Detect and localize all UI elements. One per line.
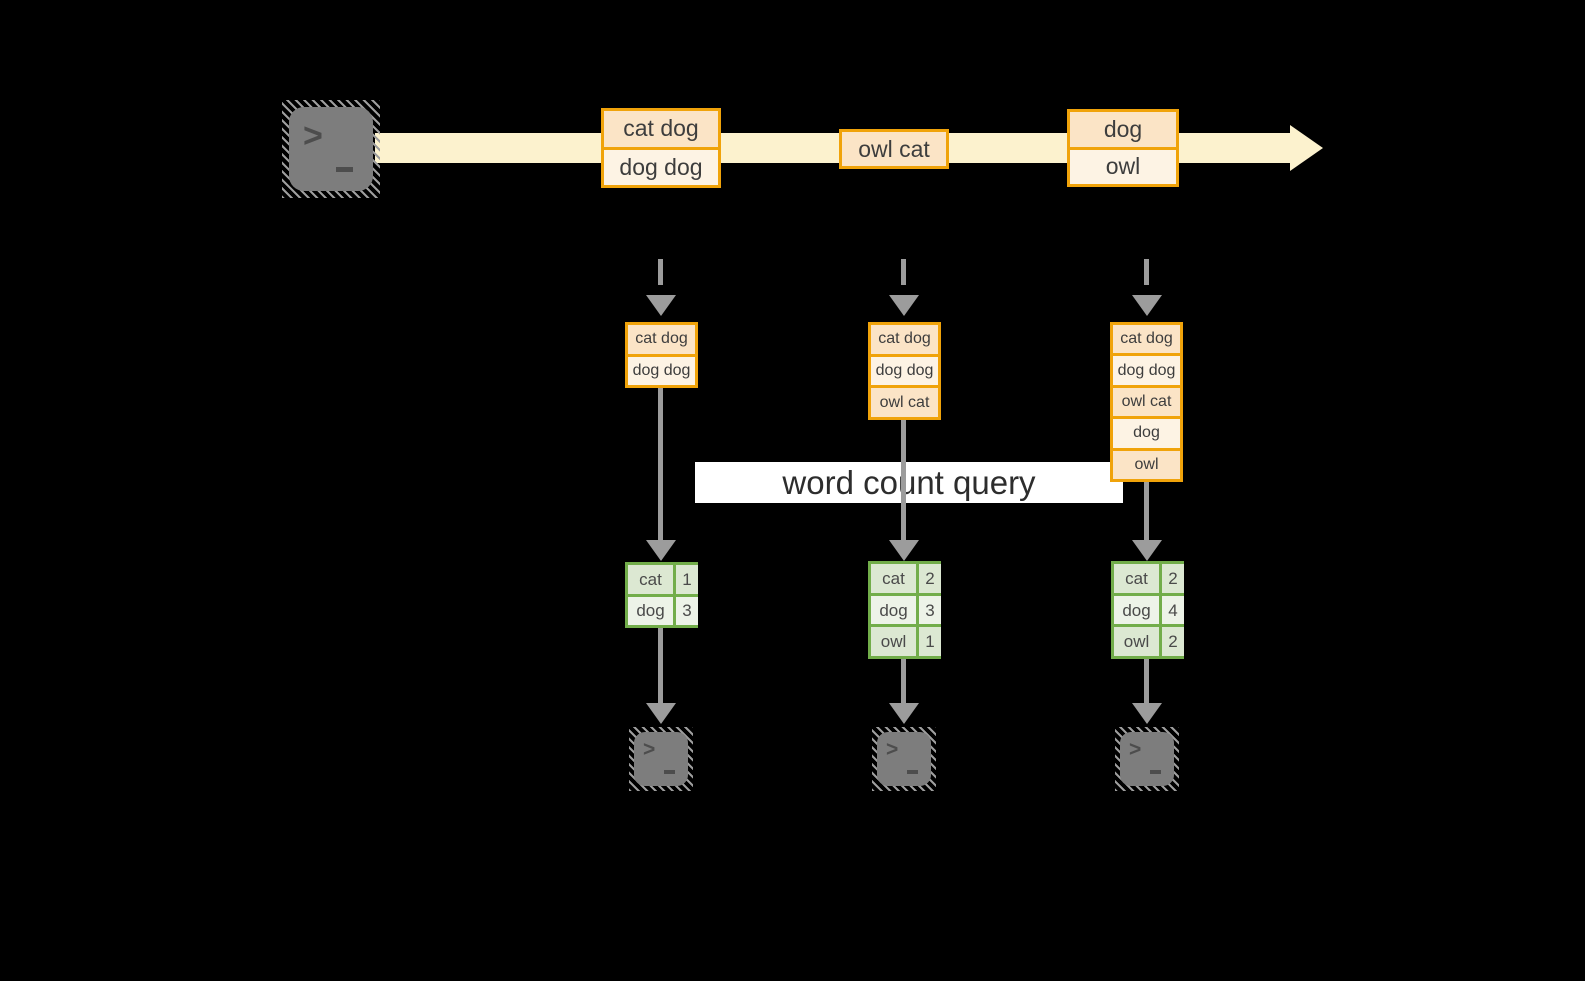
micro-batch-box-2: cat dog dog dog owl cat [868, 322, 941, 420]
sink-arrow-line-2 [901, 657, 906, 703]
flow-arrow-head-2 [889, 540, 919, 561]
word-cell: cat [628, 565, 673, 594]
terminal-sink-icon-1: > [629, 727, 693, 791]
word-cell: dog [628, 596, 673, 625]
word-cell: dog [1114, 595, 1159, 625]
prompt-underscore-icon [336, 167, 353, 172]
terminal-source-icon: > [282, 100, 380, 198]
terminal-screen: > [634, 732, 688, 786]
table-row: cat 1 [628, 565, 698, 594]
count-cell: 4 [1162, 595, 1184, 625]
word-count-table-3: cat 2 dog 4 owl 2 [1111, 561, 1184, 659]
flow-arrow-line-2 [901, 418, 906, 542]
prompt-chevron-icon: > [1129, 738, 1142, 761]
count-cell: 2 [1162, 564, 1184, 593]
micro-batch-record: cat dog [1113, 325, 1180, 354]
dashed-arrow-line-1 [658, 259, 663, 285]
stream-batch-box-1: cat dog dog dog [601, 108, 721, 188]
terminal-sink-icon-2: > [872, 727, 936, 791]
micro-batch-box-3: cat dog dog dog owl cat dog owl [1110, 322, 1183, 482]
query-label: word count query [695, 462, 1123, 503]
prompt-underscore-icon [907, 770, 918, 774]
micro-batch-record: owl [1113, 450, 1180, 480]
word-cell: dog [871, 595, 916, 625]
flow-arrow-line-1 [658, 386, 663, 542]
prompt-underscore-icon [1150, 770, 1161, 774]
sink-arrow-head-3 [1132, 703, 1162, 724]
terminal-screen: > [289, 107, 373, 191]
word-cell: owl [1114, 627, 1159, 657]
micro-batch-record: dog dog [871, 356, 938, 386]
count-cell: 3 [676, 596, 698, 625]
word-cell: cat [1114, 564, 1159, 593]
prompt-chevron-icon: > [886, 738, 899, 761]
sink-arrow-head-1 [646, 703, 676, 724]
count-cell: 1 [919, 627, 941, 657]
micro-batch-record: owl cat [871, 388, 938, 418]
micro-batch-record: cat dog [871, 325, 938, 354]
stream-timeline-arrowhead [1290, 125, 1323, 171]
count-cell: 1 [676, 565, 698, 594]
count-cell: 2 [919, 564, 941, 593]
word-count-table-2: cat 2 dog 3 owl 1 [868, 561, 941, 659]
stream-record: cat dog [604, 111, 718, 147]
table-row: dog 3 [628, 596, 698, 625]
micro-batch-record: dog dog [628, 356, 695, 385]
terminal-sink-icon-3: > [1115, 727, 1179, 791]
word-cell: cat [871, 564, 916, 593]
micro-batch-record: owl cat [1113, 387, 1180, 417]
dashed-arrow-head-3 [1132, 295, 1162, 316]
stream-batch-box-3: dog owl [1067, 109, 1179, 187]
count-cell: 2 [1162, 627, 1184, 657]
terminal-screen: > [877, 732, 931, 786]
sink-arrow-head-2 [889, 703, 919, 724]
stream-record: dog [1070, 112, 1176, 147]
prompt-chevron-icon: > [303, 117, 323, 155]
flow-arrow-head-1 [646, 540, 676, 561]
table-row: owl 2 [1114, 627, 1184, 657]
micro-batch-record: dog dog [1113, 356, 1180, 385]
table-row: dog 4 [1114, 595, 1184, 625]
dashed-arrow-head-1 [646, 295, 676, 316]
flow-arrow-line-3 [1144, 480, 1149, 542]
prompt-chevron-icon: > [643, 738, 656, 761]
stream-batch-box-2: owl cat [839, 129, 949, 169]
stream-record: owl cat [842, 132, 946, 166]
count-cell: 3 [919, 595, 941, 625]
table-row: owl 1 [871, 627, 941, 657]
word-cell: owl [871, 627, 916, 657]
word-count-table-1: cat 1 dog 3 [625, 562, 698, 628]
stream-record: dog dog [604, 149, 718, 185]
terminal-screen: > [1120, 732, 1174, 786]
prompt-underscore-icon [664, 770, 675, 774]
dashed-arrow-head-2 [889, 295, 919, 316]
flow-arrow-head-3 [1132, 540, 1162, 561]
sink-arrow-line-1 [658, 626, 663, 703]
dashed-arrow-line-3 [1144, 259, 1149, 285]
stream-record: owl [1070, 149, 1176, 184]
table-row: cat 2 [871, 564, 941, 593]
micro-batch-record: cat dog [628, 325, 695, 354]
micro-batch-record: dog [1113, 419, 1180, 448]
table-row: cat 2 [1114, 564, 1184, 593]
sink-arrow-line-3 [1144, 657, 1149, 703]
dashed-arrow-line-2 [901, 259, 906, 285]
micro-batch-box-1: cat dog dog dog [625, 322, 698, 388]
table-row: dog 3 [871, 595, 941, 625]
